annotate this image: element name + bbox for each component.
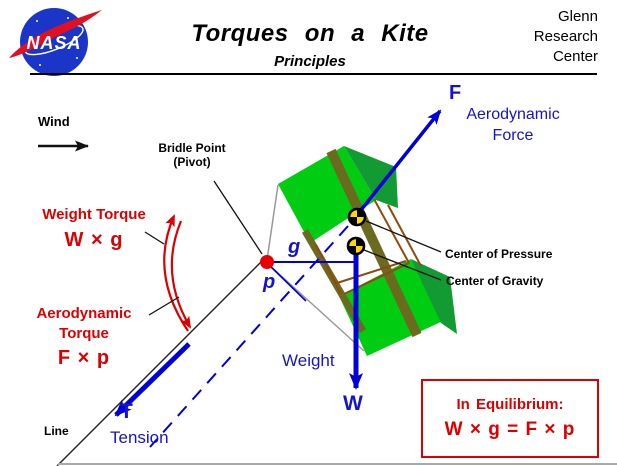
kite-top-cell-front [278, 146, 376, 243]
aerodynamic-force-label: Aerodynamic Force [452, 105, 574, 147]
label-pointer-lines [144, 180, 442, 316]
kite-line [56, 258, 265, 466]
nasa-insignia-logo: NASA [9, 8, 102, 76]
force-line-of-action [149, 225, 349, 448]
weight-label: Weight [282, 351, 335, 370]
kite-top-cell-side [344, 146, 398, 208]
center-of-pressure-label: Center of Pressure [445, 247, 553, 261]
center-of-gravity-pointer-line [363, 249, 442, 281]
org-line-1: Glenn [557, 8, 598, 25]
kite-bottom-cell-side [411, 259, 457, 334]
nasa-wordmark: NASA [26, 33, 81, 53]
moment-arm-p-label: p [263, 271, 276, 293]
page-title: Torques on a Kite [191, 20, 429, 47]
equilibrium-title: In Equilibrium: [456, 396, 564, 413]
bridle-point-label: Bridle Point (Pivot) [148, 141, 236, 170]
tension-symbol: T [120, 400, 133, 423]
moment-arm-g-label: g [288, 236, 301, 258]
aero-torque-line2: Torque [59, 325, 109, 343]
force-label-line1: Aerodynamic [466, 106, 560, 123]
bridle-point-label-line2: (Pivot) [173, 154, 211, 169]
weight-symbol: W [343, 392, 363, 415]
kite-spar-main [326, 148, 422, 338]
weight-torque-formula: W × g [64, 229, 124, 252]
nasa-swoosh [9, 10, 102, 58]
weight-torque-pointer-line [144, 231, 165, 245]
box-kite-graphic [278, 146, 457, 356]
center-of-pressure-marker [347, 207, 367, 227]
bottom-edge-line [58, 463, 617, 465]
pivot-pointer-line [213, 180, 263, 255]
bridle-point-label-line1: Bridle Point [158, 141, 226, 155]
weight-torque-label: Weight Torque W × g [18, 206, 170, 252]
line-label: Line [44, 424, 69, 438]
equilibrium-box: In Equilibrium: W × g = F × p [421, 379, 599, 458]
tension-label: Tension [110, 428, 169, 447]
force-symbol: F [449, 82, 462, 104]
org-line-2: Research [533, 27, 598, 45]
force-label-line2: Force [492, 126, 534, 144]
header-divider [30, 73, 597, 75]
aero-torque-pointer-line [148, 296, 180, 316]
page-subtitle: Principles [274, 53, 346, 70]
equilibrium-formula: W × g = F × p [444, 419, 576, 440]
moment-arm-p-line [266, 262, 307, 302]
header-title-block: Torques on a Kite Principles [150, 20, 470, 70]
org-name-block: Glenn Research Center [478, 7, 598, 66]
aerodynamic-torque-label: Aerodynamic Torque F × p [8, 305, 160, 370]
center-of-pressure-pointer-line [365, 220, 442, 253]
center-of-gravity-label: Center of Gravity [446, 274, 544, 288]
kite-frame-lines [315, 198, 422, 295]
aerodynamic-torque-arc-arrow [170, 220, 192, 329]
bridle-point-dot [260, 255, 274, 269]
aerodynamic-force-vector-arrow [355, 109, 442, 217]
tension-vector-arrow [114, 342, 191, 417]
weight-torque-arc-arrow [163, 214, 189, 332]
aero-torque-line1: Aerodynamic [36, 305, 132, 322]
org-line-3: Center [552, 47, 598, 65]
weight-torque-title: Weight Torque [42, 206, 146, 223]
aero-torque-formula: F × p [57, 346, 111, 369]
wind-label: Wind [38, 114, 70, 129]
center-of-gravity-marker [346, 236, 366, 256]
